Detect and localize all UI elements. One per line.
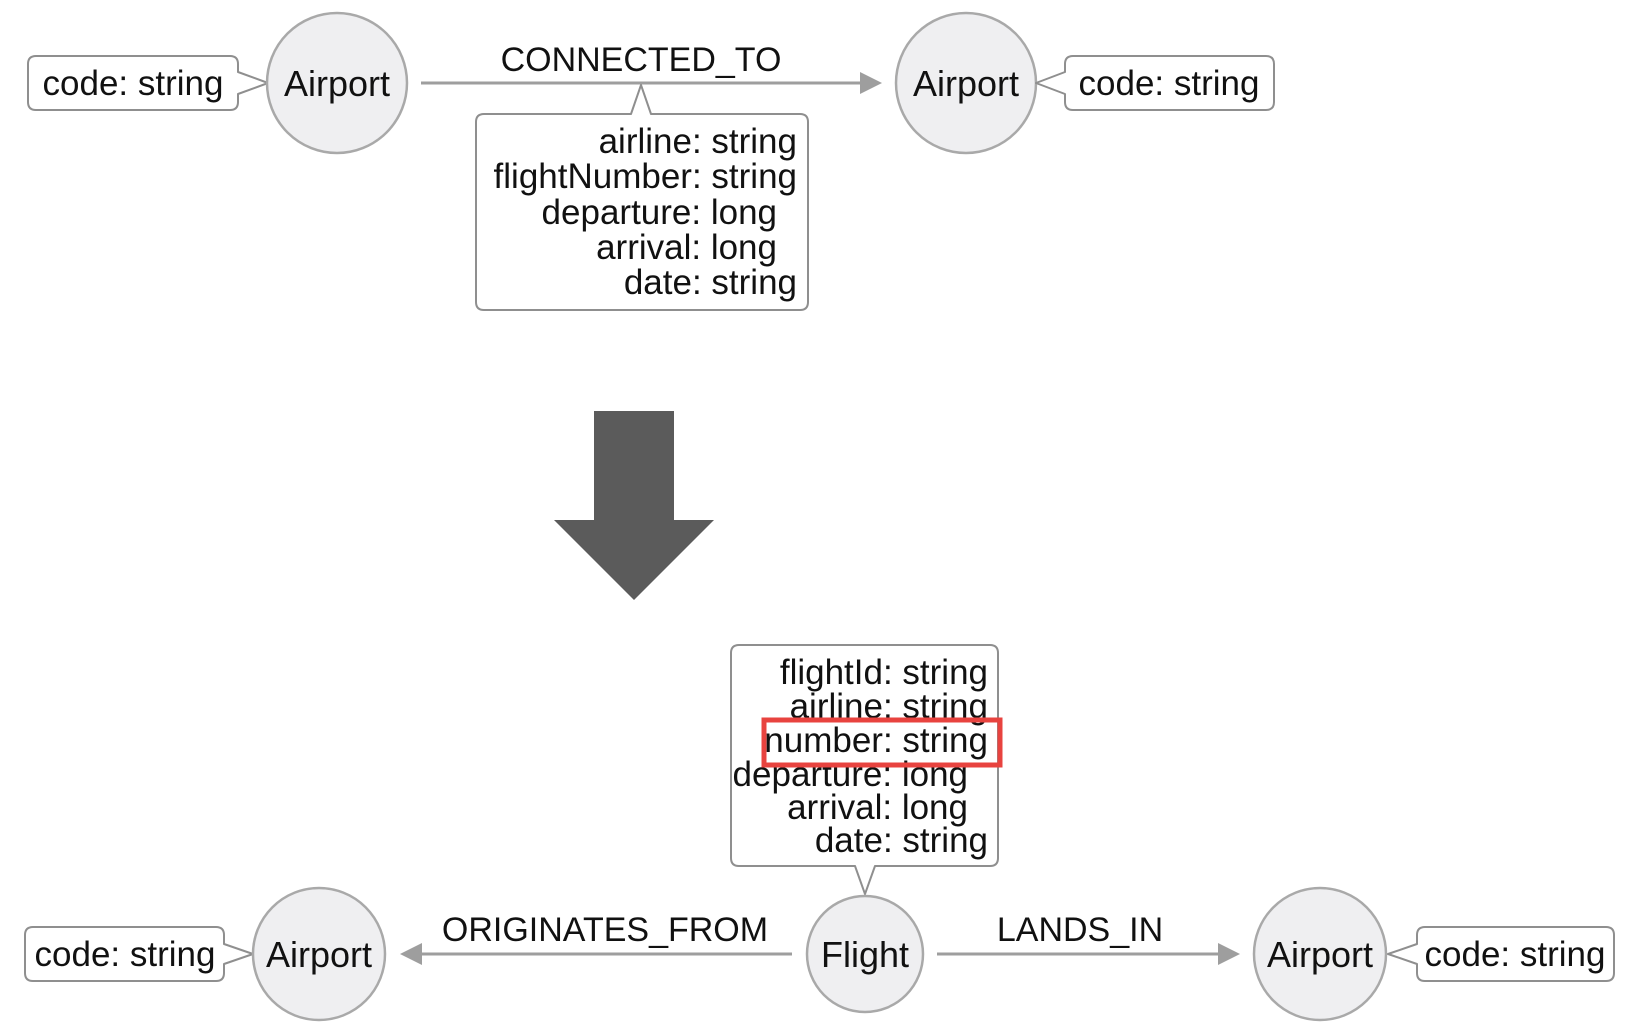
originates-from-label: ORIGINATES_FROM <box>442 911 768 949</box>
airport-node-destination-label: Airport <box>1267 934 1373 975</box>
airport-node-target-label: Airport <box>913 63 1019 104</box>
lands-in-arrowhead <box>1218 943 1240 965</box>
connected-to-properties-list: airline: string flightNumber: string dep… <box>494 122 797 302</box>
airport-node-origin[interactable] <box>251 886 387 1022</box>
airport-node-destination[interactable] <box>1252 886 1388 1022</box>
lands-in-label: LANDS_IN <box>997 911 1163 949</box>
airport-right-property-callout <box>1035 55 1275 111</box>
connected-to-arrowhead <box>860 72 882 94</box>
connected-to-property: departure: long <box>542 193 777 232</box>
origin-airport-property-callout <box>24 926 254 982</box>
connected-to-property: date: string <box>624 263 797 302</box>
flight-property: arrival: long <box>787 788 968 827</box>
highlighted-property-box <box>761 717 1003 768</box>
airport-left-property-callout <box>27 55 269 111</box>
destination-airport-property-callout <box>1387 926 1615 982</box>
connected-to-property: flightNumber: string <box>494 157 797 196</box>
flight-node-label: Flight <box>821 934 909 975</box>
origin-airport-property-text: code: string <box>35 935 216 974</box>
originates-from-arrowhead <box>400 943 422 965</box>
destination-airport-property-text: code: string <box>1425 935 1606 974</box>
transform-down-arrow <box>554 411 714 600</box>
flight-property: number: string <box>764 721 988 760</box>
connected-to-properties-callout <box>475 84 809 311</box>
flight-property: flightId: string <box>780 653 988 692</box>
airport-right-property-text: code: string <box>1079 64 1260 103</box>
flight-property: date: string <box>815 821 988 860</box>
airport-node-source-label: Airport <box>284 63 390 104</box>
connected-to-property: airline: string <box>599 122 797 161</box>
airport-node-origin-label: Airport <box>266 934 372 975</box>
flight-properties-list: flightId: string airline: string number:… <box>733 653 988 860</box>
airport-node-source[interactable] <box>265 11 409 155</box>
flight-property: departure: long <box>733 755 968 794</box>
connected-to-label: CONNECTED_TO <box>501 41 782 79</box>
flight-properties-callout <box>730 644 999 895</box>
flight-node[interactable] <box>805 894 925 1014</box>
airport-left-property-text: code: string <box>43 64 224 103</box>
connected-to-property: arrival: long <box>596 228 777 267</box>
